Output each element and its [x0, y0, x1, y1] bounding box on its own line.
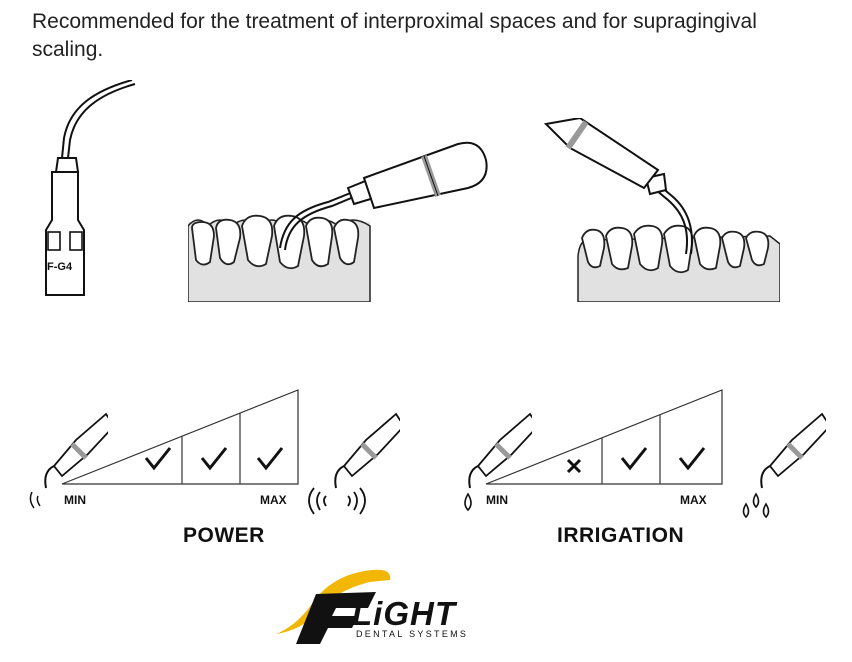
- description-text: Recommended for the treatment of interpr…: [32, 10, 757, 61]
- irrigation-max-label: MAX: [680, 493, 707, 507]
- scaling-scene-left: [188, 141, 488, 302]
- logo-wordmark: LiGHT: [352, 595, 456, 632]
- irrigation-level-2-check-icon: [620, 447, 648, 471]
- power-level-2-check-icon: [200, 447, 228, 471]
- tip-model-label: F-G4: [47, 261, 73, 273]
- irrigation-level-3-check-icon: [678, 447, 706, 471]
- irrigation-handpiece-max-icon: [742, 412, 826, 519]
- power-scale-triangle: [61, 389, 299, 485]
- irrigation-level-1-cross-icon: [566, 458, 582, 474]
- flight-logo-mark: [276, 569, 391, 644]
- irrigation-handpiece-min-icon: [464, 412, 532, 512]
- power-level-1-check-icon: [144, 447, 172, 471]
- power-handpiece-min-icon: [29, 412, 108, 509]
- irrigation-caption: IRRIGATION: [557, 524, 685, 547]
- irrigation-scale-triangle: [485, 389, 723, 485]
- power-max-label: MAX: [260, 493, 287, 507]
- power-min-label: MIN: [64, 493, 86, 507]
- irrigation-min-label: MIN: [486, 493, 508, 507]
- logo-subtitle: DENTAL SYSTEMS: [356, 629, 469, 639]
- tip-illustration: [45, 80, 136, 296]
- power-caption: POWER: [183, 524, 265, 547]
- scaling-scene-right: [543, 118, 780, 302]
- power-handpiece-max-icon: [308, 412, 400, 515]
- power-level-3-check-icon: [256, 447, 284, 471]
